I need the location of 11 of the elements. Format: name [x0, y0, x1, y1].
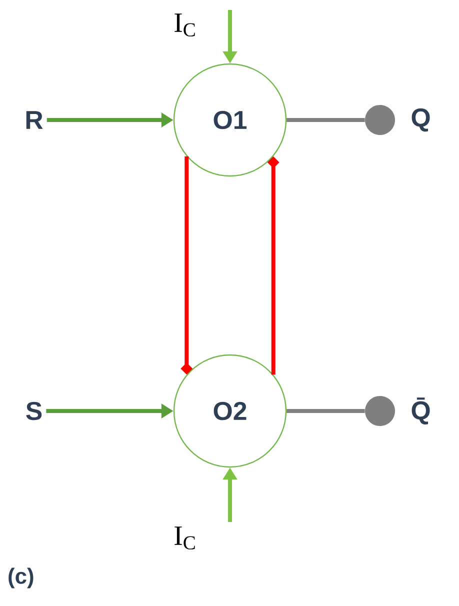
current-label: I$_{C}$	[174, 14, 195, 36]
input-label: R	[26, 111, 43, 129]
output-label: Q̄	[412, 398, 430, 424]
panel-label: (c)	[8, 568, 34, 588]
input-label: S	[26, 402, 42, 420]
output-label: Q	[412, 108, 430, 132]
dot-symbol	[365, 105, 395, 135]
current-label: I$_{C}$	[174, 526, 195, 550]
dot-symbol	[365, 396, 395, 426]
output-line	[286, 118, 365, 122]
output-line	[286, 409, 365, 413]
